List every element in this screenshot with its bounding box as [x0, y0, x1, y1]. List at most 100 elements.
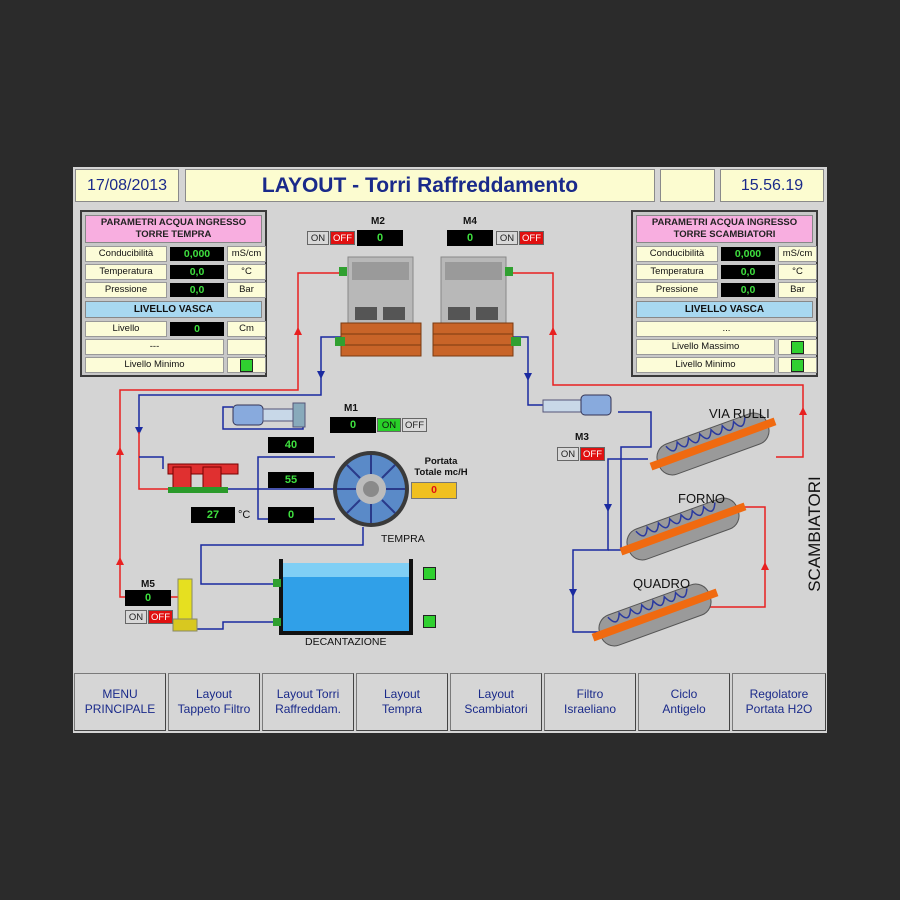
m2-off-button[interactable]: OFF — [330, 231, 355, 245]
m3-off-button[interactable]: OFF — [580, 447, 605, 461]
left-conductivity-unit: mS/cm — [227, 246, 266, 262]
decantation-label: DECANTAZIONE — [305, 636, 387, 648]
right-pressure-value: 0,0 — [721, 283, 775, 297]
exchanger-forno — [619, 497, 747, 561]
blue-arrow-right-3 — [569, 589, 577, 597]
right-max-level-indicator — [791, 341, 804, 354]
m1-on-button[interactable]: ON — [377, 418, 401, 432]
left-temperature-value: 0,0 — [170, 265, 224, 279]
left-panel-title: PARAMETRI ACQUA INGRESSO TORRE TEMPRA — [85, 215, 262, 243]
cooling-tower-m2 — [335, 256, 422, 357]
m2-on-button[interactable]: ON — [307, 231, 329, 245]
right-panel-title: PARAMETRI ACQUA INGRESSO TORRE SCAMBIATO… — [636, 215, 813, 243]
pipe-tempra-in — [228, 456, 335, 490]
pump-m1 — [232, 402, 306, 428]
m4-label: M4 — [463, 216, 477, 227]
hot-pipe-right — [513, 272, 804, 458]
left-level-label: Livello — [85, 321, 167, 337]
cold-pipe-forno — [572, 458, 648, 633]
pump-m5 — [172, 578, 198, 632]
tempra-value-2: 55 — [268, 472, 314, 488]
right-dots-field: ... — [636, 321, 817, 337]
valve-group — [167, 463, 239, 493]
right-pressure-unit: Bar — [778, 282, 817, 298]
m3-on-button[interactable]: ON — [557, 447, 579, 461]
m4-on-button[interactable]: ON — [496, 231, 518, 245]
left-temperature-unit: °C — [227, 264, 266, 280]
right-min-level-indicator — [791, 359, 804, 372]
cold-pipe-left — [138, 336, 341, 432]
right-conductivity-unit: mS/cm — [778, 246, 817, 262]
tempra-label: TEMPRA — [381, 533, 425, 545]
pipe-tempra-to-tank — [200, 527, 364, 585]
left-level-unit: Cm — [227, 321, 266, 337]
m4-off-button[interactable]: OFF — [519, 231, 544, 245]
exchanger-quadro — [591, 583, 719, 647]
cold-pipe-right — [513, 336, 543, 406]
decantation-tank — [273, 559, 413, 635]
right-max-level-cell — [778, 339, 817, 355]
cooling-tower-m4 — [432, 256, 521, 357]
hot-pipe-forno — [698, 506, 766, 608]
m4-value-display: 0 — [447, 230, 493, 246]
tempra-filter-wheel — [333, 451, 409, 527]
right-parameter-panel: PARAMETRI ACQUA INGRESSO TORRE SCAMBIATO… — [631, 210, 818, 377]
m5-value-display: 0 — [125, 590, 171, 606]
left-min-level-cell — [227, 357, 266, 373]
m5-on-button[interactable]: ON — [125, 610, 147, 624]
flow-total-label: Portata Totale mc/H — [414, 456, 468, 478]
blue-arrow-right-1 — [524, 373, 532, 381]
blue-arrow-left-2 — [135, 427, 143, 435]
cold-pipe-exchangers — [608, 411, 652, 551]
pipe-tank-bottom — [185, 621, 278, 630]
red-arrow-left-1 — [294, 327, 302, 335]
tank-high-level-indicator — [423, 567, 436, 580]
left-conductivity-label: Conducibilità — [85, 246, 167, 262]
left-level-value: 0 — [170, 322, 224, 336]
m5-off-button[interactable]: OFF — [148, 610, 173, 624]
right-max-level-label: Livello Massimo — [636, 339, 775, 355]
right-temperature-label: Temperatura — [636, 264, 718, 280]
exchanger-via-rulli — [649, 412, 777, 476]
m2-label: M2 — [371, 216, 385, 227]
left-min-level-label: Livello Minimo — [85, 357, 224, 373]
tempra-value-1: 40 — [268, 437, 314, 453]
quadro-label: QUADRO — [633, 576, 691, 591]
left-pressure-unit: Bar — [227, 282, 266, 298]
red-arrow-left-3 — [116, 557, 124, 565]
red-arrow-right-2 — [799, 407, 807, 415]
time-display: 15.56.19 — [720, 169, 824, 202]
hot-pipe-valve — [138, 432, 168, 490]
flow-total-display: 0 — [411, 482, 457, 499]
m2-value-display: 0 — [357, 230, 403, 246]
m5-label: M5 — [141, 579, 155, 590]
left-pressure-value: 0,0 — [170, 283, 224, 297]
red-arrow-right-1 — [549, 327, 557, 335]
right-conductivity-value: 0,000 — [721, 247, 775, 261]
left-dash-field: --- — [85, 339, 224, 355]
left-conductivity-value: 0,000 — [170, 247, 224, 261]
tempra-temperature-display: 27 — [191, 507, 235, 523]
date-display: 17/08/2013 — [75, 169, 179, 202]
scambiatori-label: SCAMBIATORI — [805, 476, 824, 592]
left-min-level-indicator — [240, 359, 253, 372]
tempra-temperature-unit: °C — [238, 509, 251, 521]
tempra-value-3: 0 — [268, 507, 314, 523]
left-parameter-panel: PARAMETRI ACQUA INGRESSO TORRE TEMPRA Co… — [80, 210, 267, 377]
left-dash-indicator-cell — [227, 339, 266, 355]
right-temperature-unit: °C — [778, 264, 817, 280]
right-conductivity-label: Conducibilità — [636, 246, 718, 262]
header-blank-field — [660, 169, 715, 202]
m1-off-button[interactable]: OFF — [402, 418, 427, 432]
red-arrow-left-2 — [116, 447, 124, 455]
m1-value-display: 0 — [330, 417, 376, 433]
